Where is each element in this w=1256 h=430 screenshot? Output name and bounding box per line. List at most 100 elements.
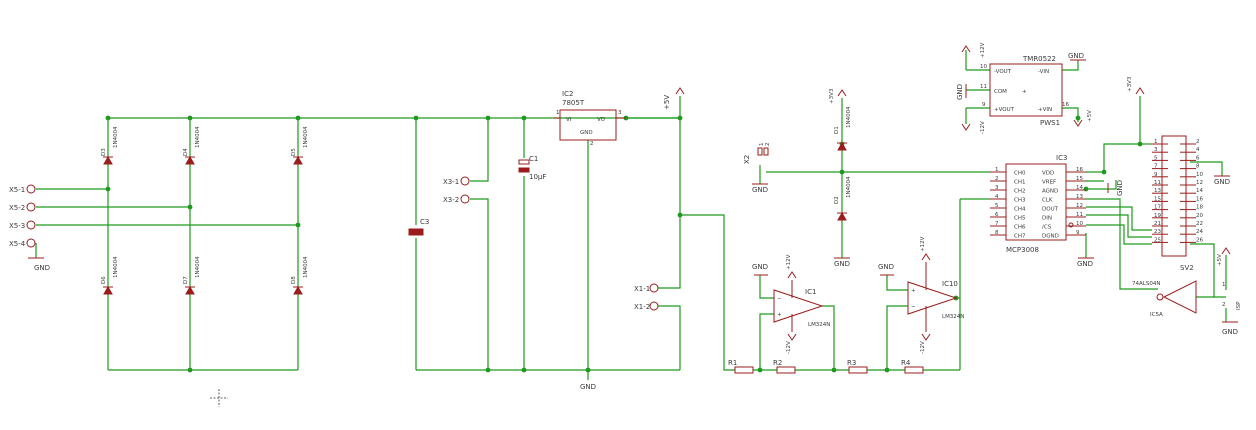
label-d8-part: 1N4004 <box>303 256 309 278</box>
label-d7: D7 <box>183 276 189 284</box>
p12-label: +12V <box>920 236 926 252</box>
gnd-label: GND <box>752 186 768 194</box>
adc-left-pin-num: 1 <box>995 167 999 173</box>
adc-right-pin-num: 9 <box>1076 230 1080 236</box>
m12-label: -12V <box>786 341 792 354</box>
label-ic1: IC1 <box>805 288 816 296</box>
header-pin-num: 22 <box>1196 221 1203 227</box>
label-d4-part: 1N4004 <box>195 126 201 148</box>
pin-3: 3 <box>618 110 622 116</box>
label-d3: D3 <box>101 148 107 156</box>
header-pin-num: 3 <box>1154 147 1158 153</box>
label-d6: D6 <box>101 276 107 284</box>
adc-right-pin-num: 15 <box>1076 176 1083 182</box>
capacitor-c1: C1 10µF <box>518 155 546 181</box>
svg-text:-VIN: -VIN <box>1038 69 1049 75</box>
gnd-label: GND <box>1214 178 1230 186</box>
header-pin-num: 25 <box>1154 237 1161 243</box>
label-x5-4: X5-4 <box>9 240 26 248</box>
gnd-label: GND <box>580 383 596 391</box>
label-r3: R3 <box>847 359 856 367</box>
cursor-crosshair <box>210 389 228 407</box>
adc-left-pin-num: 8 <box>995 230 999 236</box>
pin-2: 2 <box>590 141 594 147</box>
label-x1-2: X1-2 <box>634 303 650 311</box>
connector-isp: +5V ISP 1 2 GND <box>1217 247 1242 336</box>
svg-text:16: 16 <box>1062 102 1069 108</box>
header-pin-num: 16 <box>1196 196 1203 202</box>
label-ic3: IC3 <box>1056 154 1067 162</box>
svg-text:+VIN: +VIN <box>1038 107 1052 113</box>
adc-left-pin-num: 5 <box>995 203 999 209</box>
gnd-label: GND <box>1077 260 1093 268</box>
label-d1: D1 <box>834 126 840 134</box>
resistors: R1 R2 R3 R4 <box>728 359 924 374</box>
p12-label: +12V <box>786 254 792 270</box>
label-r4: R4 <box>901 359 911 367</box>
label-ic10: IC10 <box>942 280 958 288</box>
header-pin-num: 18 <box>1196 205 1203 211</box>
opamp-ic10: + − IC10 LM324N +12V -12V GND <box>878 236 964 354</box>
adc-left-pin-num: 4 <box>995 194 999 200</box>
header-pin-num: 21 <box>1154 221 1161 227</box>
header-pin-num: 9 <box>1154 172 1158 178</box>
header-pin-num: 23 <box>1154 229 1161 235</box>
adc-left-pin-label: CH0 <box>1014 171 1026 177</box>
svg-text:11: 11 <box>980 84 987 90</box>
header-pin-num: 5 <box>1154 155 1158 161</box>
header-pin-num: 10 <box>1196 172 1203 178</box>
dcdc-pws1: TMR0522 PWS1 -VOUT COM +VOUT -VIN +VIN 1… <box>956 42 1093 134</box>
p5-label: +5V <box>1217 254 1223 266</box>
label-isp: ISP <box>1236 301 1242 310</box>
header-pin-num: 19 <box>1154 213 1161 219</box>
label-x5-3: X5-3 <box>9 222 25 230</box>
svg-text:COM: COM <box>994 89 1007 95</box>
svg-text:9: 9 <box>982 102 986 108</box>
header-pin-num: 4 <box>1196 147 1200 153</box>
gnd-label: GND <box>34 264 50 272</box>
label-r1: R1 <box>728 359 737 367</box>
adc-left-pin-label: CH1 <box>1014 180 1025 186</box>
p33-label: +3V3 <box>829 88 835 104</box>
gnd-label: GND <box>1068 52 1084 60</box>
label-x5-2: X5-2 <box>9 204 25 212</box>
label-d6-part: 1N4004 <box>113 256 119 278</box>
adc-left-pin-label: CH4 <box>1014 207 1026 213</box>
adc-left-pin-num: 6 <box>995 212 999 218</box>
p12-label: +12V <box>980 42 986 58</box>
label-d2: D2 <box>834 196 840 204</box>
header-pin-num: 24 <box>1196 229 1203 235</box>
label-tmr0522: TMR0522 <box>1022 55 1056 63</box>
m12-label: -12V <box>920 341 926 354</box>
label-74als04n: 74ALS04N <box>1132 281 1160 287</box>
header-pin-num: 8 <box>1196 164 1200 170</box>
p5-label: +5V <box>663 95 671 110</box>
label-x2: X2 <box>743 155 751 164</box>
label-ic5a: IC5A <box>1150 312 1163 318</box>
label-sv2: SV2 <box>1180 264 1194 272</box>
label-ic1-part: LM324N <box>808 322 830 328</box>
adc-right-pin-label: CLK <box>1042 198 1053 204</box>
header-pin-num: 14 <box>1196 188 1203 194</box>
label-x3-2: X3-2 <box>443 196 459 204</box>
label-x1-1: X1-1 <box>634 285 650 293</box>
header-pin-num: 12 <box>1196 180 1203 186</box>
label-d5-part: 1N4004 <box>303 126 309 148</box>
connector-x1: X1-1 X1-2 <box>634 283 659 311</box>
adc-left-pin-label: CH7 <box>1014 234 1026 240</box>
supply-plus3v3-2: +3V3 <box>1127 76 1145 95</box>
adc-left-pin-label: CH2 <box>1014 189 1025 195</box>
label-d8: D8 <box>291 276 297 284</box>
adc-right-pin-label: AGND <box>1042 189 1058 195</box>
junctions <box>105 115 1143 373</box>
regulator-ic2: IC2 7805T VI VO GND 1 3 2 GND <box>554 90 626 391</box>
pin-1: 1 <box>556 110 560 116</box>
inverter-ic5a: 74ALS04N IC5A <box>1132 280 1197 318</box>
p33-label: +3V3 <box>1127 76 1133 92</box>
pin-vi: VI <box>566 117 572 123</box>
header-pin-num: 13 <box>1154 188 1161 194</box>
header-pin-num: 2 <box>1196 139 1200 145</box>
gnd-label: GND <box>752 263 768 271</box>
capacitor-c3: C3 <box>408 218 429 236</box>
